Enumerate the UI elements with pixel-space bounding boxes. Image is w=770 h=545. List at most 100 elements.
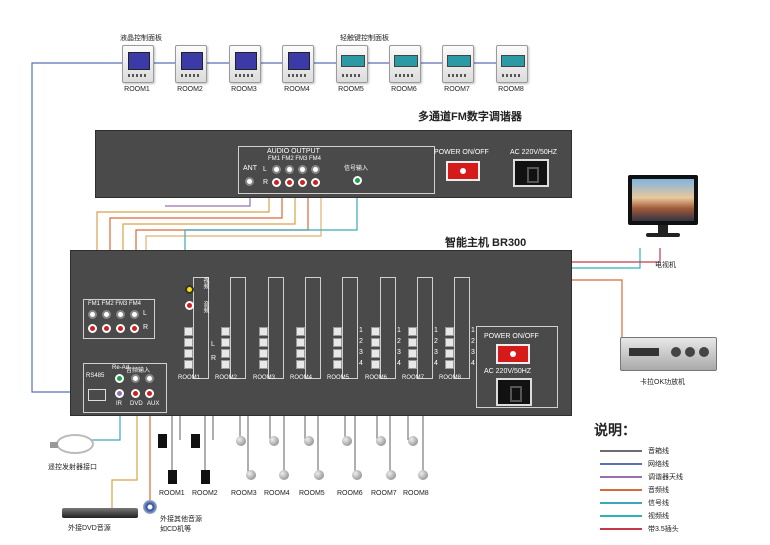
- host-fm4-r-jack[interactable]: [130, 324, 139, 333]
- terminal-number: 1: [434, 327, 438, 334]
- tuner-title: 多通道FM数字调谐器: [418, 111, 522, 123]
- terminal-number: 3: [359, 349, 363, 356]
- speaker-terminal[interactable]: [259, 338, 268, 347]
- speaker-terminal[interactable]: [221, 338, 230, 347]
- speaker-terminal[interactable]: [445, 349, 454, 358]
- legend-swatch: [600, 450, 642, 452]
- room1-video-jack[interactable]: [185, 285, 194, 294]
- host-fm-input-panel: [83, 299, 155, 339]
- room1-audio-jack[interactable]: [185, 301, 194, 310]
- tuner-fm4-l-jack[interactable]: [311, 165, 320, 174]
- speaker-terminal[interactable]: [408, 338, 417, 347]
- control-panel-room8: [496, 45, 528, 83]
- speaker-terminal[interactable]: [333, 360, 342, 369]
- speaker-terminal[interactable]: [333, 349, 342, 358]
- host-aux-r-jack[interactable]: [145, 389, 154, 398]
- speaker-terminal[interactable]: [221, 349, 230, 358]
- ceiling-speaker-icon: [269, 436, 279, 446]
- host-power-label: POWER ON/OFF: [484, 333, 539, 340]
- room1-r-label: R: [211, 355, 217, 362]
- lcd-screen-icon: [181, 52, 203, 70]
- host-aux-label: AUX: [147, 401, 160, 407]
- terminal-number: 4: [434, 360, 438, 367]
- tuner-signal-input-label: 信号输入: [344, 166, 369, 172]
- tuner-power-switch[interactable]: [446, 161, 480, 181]
- speaker-terminal[interactable]: [408, 327, 417, 336]
- speaker-terminal[interactable]: [445, 338, 454, 347]
- speaker-terminal[interactable]: [221, 327, 230, 336]
- host-fm2-r-jack[interactable]: [102, 324, 111, 333]
- tuner-fm1-l-jack[interactable]: [272, 165, 281, 174]
- tuner-power-label: POWER ON/OFF: [434, 149, 489, 156]
- karaoke-label: 卡拉OK功放机: [640, 379, 686, 386]
- video-tag: 视频: [202, 277, 208, 289]
- speaker-terminal[interactable]: [408, 349, 417, 358]
- room-output-strip: [342, 277, 358, 379]
- terminal-number: 1: [397, 327, 401, 334]
- speaker-terminal[interactable]: [259, 349, 268, 358]
- legend-label: 视频线: [648, 513, 669, 520]
- host-remote-jack[interactable]: [115, 374, 124, 383]
- host-fm1-l-jack[interactable]: [88, 310, 97, 319]
- host-fm3-r-jack[interactable]: [116, 324, 125, 333]
- speaker-terminal[interactable]: [184, 360, 193, 369]
- speaker-room-label: ROOM4: [264, 490, 290, 497]
- room-output-strip: [268, 277, 284, 379]
- host-aux-l-jack[interactable]: [145, 374, 154, 383]
- host-fm4-l-jack[interactable]: [130, 310, 139, 319]
- speaker-terminal[interactable]: [296, 360, 305, 369]
- speaker-terminal[interactable]: [445, 360, 454, 369]
- speaker-room-label: ROOM7: [371, 490, 397, 497]
- tuner-fm2-r-jack[interactable]: [285, 178, 294, 187]
- speaker-terminal[interactable]: [184, 327, 193, 336]
- tuner-ant-jack[interactable]: [245, 177, 254, 186]
- speaker-room-label: ROOM2: [192, 490, 218, 497]
- host-dvd-l-jack[interactable]: [131, 374, 140, 383]
- touch-keys-icon: [501, 55, 525, 67]
- panel-buttons-icon: [342, 74, 362, 77]
- speaker-terminal[interactable]: [445, 327, 454, 336]
- tuner-signal-jack[interactable]: [353, 176, 362, 185]
- ceiling-speaker-icon: [352, 470, 362, 480]
- speaker-terminal[interactable]: [371, 327, 380, 336]
- speaker-room-label: ROOM5: [299, 490, 325, 497]
- ir-emitter-icon: [50, 430, 94, 454]
- ceiling-speaker-icon: [408, 436, 418, 446]
- host-power-switch[interactable]: [496, 344, 530, 364]
- speaker-terminal[interactable]: [184, 349, 193, 358]
- legend-label: 带3.5插头: [648, 526, 679, 533]
- speaker-terminal[interactable]: [371, 349, 380, 358]
- host-fm3-l-jack[interactable]: [116, 310, 125, 319]
- host-ir-jack[interactable]: [115, 389, 124, 398]
- lcd-screen-icon: [235, 52, 257, 70]
- speaker-terminal[interactable]: [333, 338, 342, 347]
- control-panel-room1: [122, 45, 154, 83]
- speaker-terminal[interactable]: [296, 349, 305, 358]
- host-fm1-r-jack[interactable]: [88, 324, 97, 333]
- host-rs485-label: RS485: [86, 373, 105, 379]
- tuner-fm1-r-jack[interactable]: [272, 178, 281, 187]
- speaker-terminal[interactable]: [333, 327, 342, 336]
- tuner-fm4-r-jack[interactable]: [311, 178, 320, 187]
- tuner-fm3-l-jack[interactable]: [298, 165, 307, 174]
- speaker-terminal[interactable]: [221, 360, 230, 369]
- host-fm2-l-jack[interactable]: [102, 310, 111, 319]
- host-room-label: ROOM3: [253, 375, 276, 381]
- host-dvd-r-jack[interactable]: [131, 389, 140, 398]
- control-panel-room5: [336, 45, 368, 83]
- speaker-terminal[interactable]: [408, 360, 417, 369]
- tuner-fm-labels: FM1 FM2 FM3 FM4: [268, 156, 322, 162]
- speaker-terminal[interactable]: [296, 338, 305, 347]
- speaker-terminal[interactable]: [371, 360, 380, 369]
- legend-label: 网络线: [648, 461, 669, 468]
- host-rs485-port[interactable]: [88, 389, 106, 401]
- tuner-fm3-r-jack[interactable]: [298, 178, 307, 187]
- speaker-terminal[interactable]: [259, 327, 268, 336]
- speaker-terminal[interactable]: [296, 327, 305, 336]
- speaker-terminal[interactable]: [184, 338, 193, 347]
- speaker-terminal[interactable]: [259, 360, 268, 369]
- control-panel-room6: [389, 45, 421, 83]
- speaker-terminal[interactable]: [371, 338, 380, 347]
- tuner-fm2-l-jack[interactable]: [285, 165, 294, 174]
